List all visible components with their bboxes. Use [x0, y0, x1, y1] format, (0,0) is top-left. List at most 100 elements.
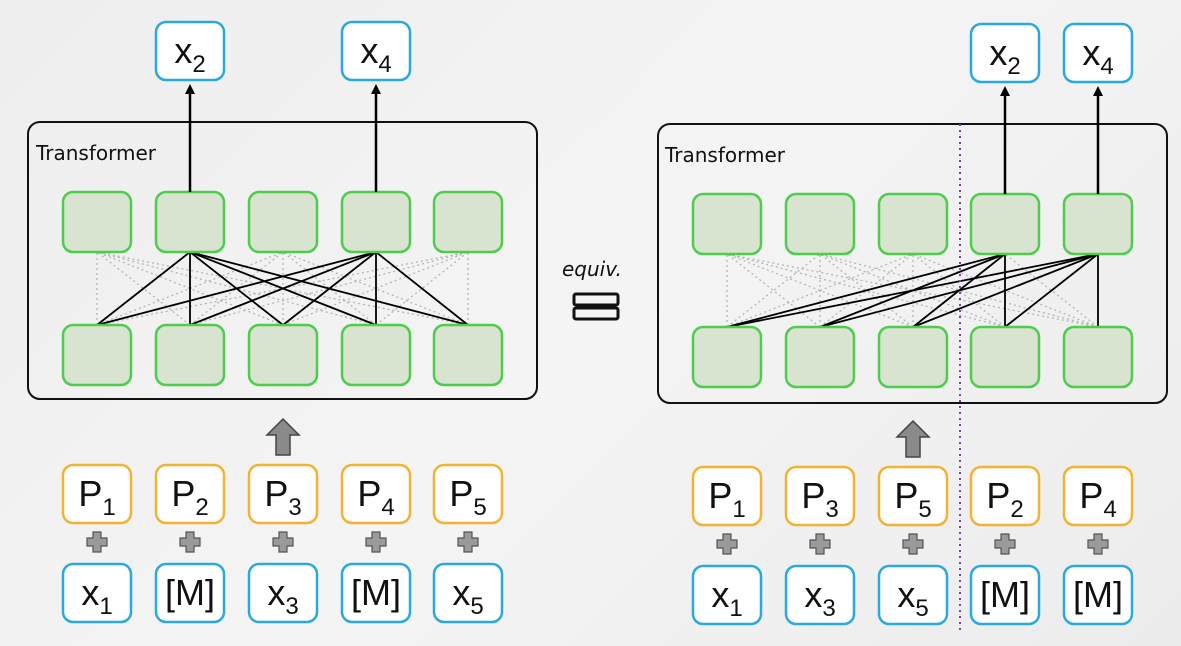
right-input-token-3-label-subscript: 5	[915, 595, 928, 622]
right-position-3-label: P5	[894, 475, 931, 523]
left-position-3-box	[247, 463, 319, 525]
left-output-token-2-label: x4	[360, 30, 391, 78]
dotted-attention-edge	[912, 253, 1099, 328]
right-position-2-label-base: P	[801, 475, 825, 516]
right-input-token-2-box	[784, 564, 856, 626]
attention-edge	[96, 251, 377, 326]
equivalence-label: equiv.	[562, 257, 622, 281]
left-input-token-3-label-subscript: 3	[285, 593, 298, 620]
equals-box-icon	[572, 292, 620, 321]
right-input-token-2-label: x3	[804, 574, 835, 622]
right-output-token-1-label-subscript: 2	[1007, 53, 1020, 80]
right-input-token-3-box	[877, 564, 949, 626]
right-input-token-3-label: x5	[897, 574, 928, 622]
upper-hidden-node-2	[784, 192, 856, 256]
left-output-arrows	[185, 84, 381, 192]
right-position-5-label-subscript: 4	[1103, 496, 1116, 523]
left-position-5-label-base: P	[449, 473, 473, 514]
left-position-1-box	[61, 463, 133, 525]
dotted-attention-edge	[96, 251, 377, 326]
left-output-token-1-label-subscript: 2	[192, 51, 205, 78]
dotted-attention-edge	[96, 251, 469, 326]
lower-hidden-node-2	[154, 323, 226, 387]
dotted-attention-edge	[726, 253, 914, 328]
right-input-token-5-box	[1062, 564, 1134, 626]
left-position-3-label-subscript: 3	[288, 494, 301, 521]
attention-edge	[189, 251, 377, 326]
left-plus-icons	[86, 531, 479, 553]
left-input-arrow	[265, 417, 301, 456]
left-hidden-nodes	[61, 190, 504, 387]
right-input-token-4-box	[969, 564, 1041, 626]
left-input-token-4-box	[340, 562, 412, 624]
left-output-token-1-box	[154, 20, 226, 82]
plus-icon	[179, 531, 201, 553]
right-input-token-5-label-base: [M]	[1073, 574, 1123, 615]
plus-icon	[994, 533, 1016, 555]
plus-icon	[365, 531, 387, 553]
left-input-token-4-label-base: [M]	[351, 572, 401, 613]
lower-hidden-node-5	[1062, 325, 1134, 389]
right-position-2-label: P3	[801, 475, 838, 523]
left-output-token-1-label-base: x	[174, 30, 192, 71]
left-position-2-label-subscript: 2	[195, 494, 208, 521]
upper-hidden-node-4	[340, 190, 412, 254]
upper-hidden-node-1	[691, 192, 763, 256]
lower-hidden-node-5	[432, 323, 504, 387]
right-transformer-box	[657, 123, 1168, 404]
upper-hidden-node-4	[969, 192, 1041, 256]
dotted-attention-edge	[819, 253, 1006, 328]
left-input-token-4-label: [M]	[351, 572, 401, 613]
left-position-4-label-subscript: 4	[381, 494, 394, 521]
dotted-attention-edge	[96, 251, 469, 326]
right-position-1-label: P1	[708, 475, 745, 523]
right-input-token-2-label-base: x	[804, 574, 822, 615]
plus-icon	[716, 533, 738, 555]
right-position-4-label: P2	[986, 475, 1023, 523]
lower-hidden-node-4	[969, 325, 1041, 389]
plus-icon	[457, 531, 479, 553]
left-transformer-label: Transformer	[35, 141, 157, 165]
lower-hidden-node-2	[784, 325, 856, 389]
plus-icon	[272, 531, 294, 553]
right-position-5-box	[1062, 465, 1134, 527]
left-input-token-2-label: [M]	[165, 572, 215, 613]
upper-hidden-node-5	[432, 190, 504, 254]
right-transformer-label: Transformer	[664, 143, 786, 167]
left-input-token-1-label-base: x	[81, 572, 99, 613]
lower-hidden-node-1	[61, 323, 133, 387]
attention-edge	[375, 251, 469, 326]
upper-hidden-node-1	[61, 190, 133, 254]
left-position-4-label: P4	[357, 473, 394, 521]
left-input-token-5-label-base: x	[452, 572, 470, 613]
left-position-5-label: P5	[449, 473, 486, 521]
right-input-token-1-label-base: x	[711, 574, 729, 615]
right-hidden-nodes	[691, 192, 1134, 389]
left-input-token-3-label: x3	[267, 572, 298, 620]
right-plus-icons	[716, 533, 1109, 555]
attention-edge	[726, 253, 1006, 328]
right-position-5-label-base: P	[1079, 475, 1103, 516]
left-output-token-2-label-subscript: 4	[378, 51, 391, 78]
attention-edge	[282, 251, 377, 326]
dotted-attention-edge	[726, 253, 914, 328]
left-input-token-1-box	[61, 562, 133, 624]
left-transformer-box	[27, 121, 538, 400]
left-input-token-3-label-base: x	[267, 572, 285, 613]
left-position-5-box	[432, 463, 504, 525]
attention-edge	[1004, 253, 1099, 328]
left-position-2-label-base: P	[171, 473, 195, 514]
dotted-attention-edge	[96, 251, 284, 326]
right-position-5-label: P4	[1079, 475, 1116, 523]
right-position-4-label-subscript: 2	[1010, 496, 1023, 523]
right-input-token-4-label: [M]	[980, 574, 1030, 615]
left-position-2-box	[154, 463, 226, 525]
left-position-1-label: P1	[78, 473, 115, 521]
lower-hidden-node-3	[247, 323, 319, 387]
left-up-arrow-icon	[265, 417, 301, 456]
left-position-2-label: P2	[171, 473, 208, 521]
